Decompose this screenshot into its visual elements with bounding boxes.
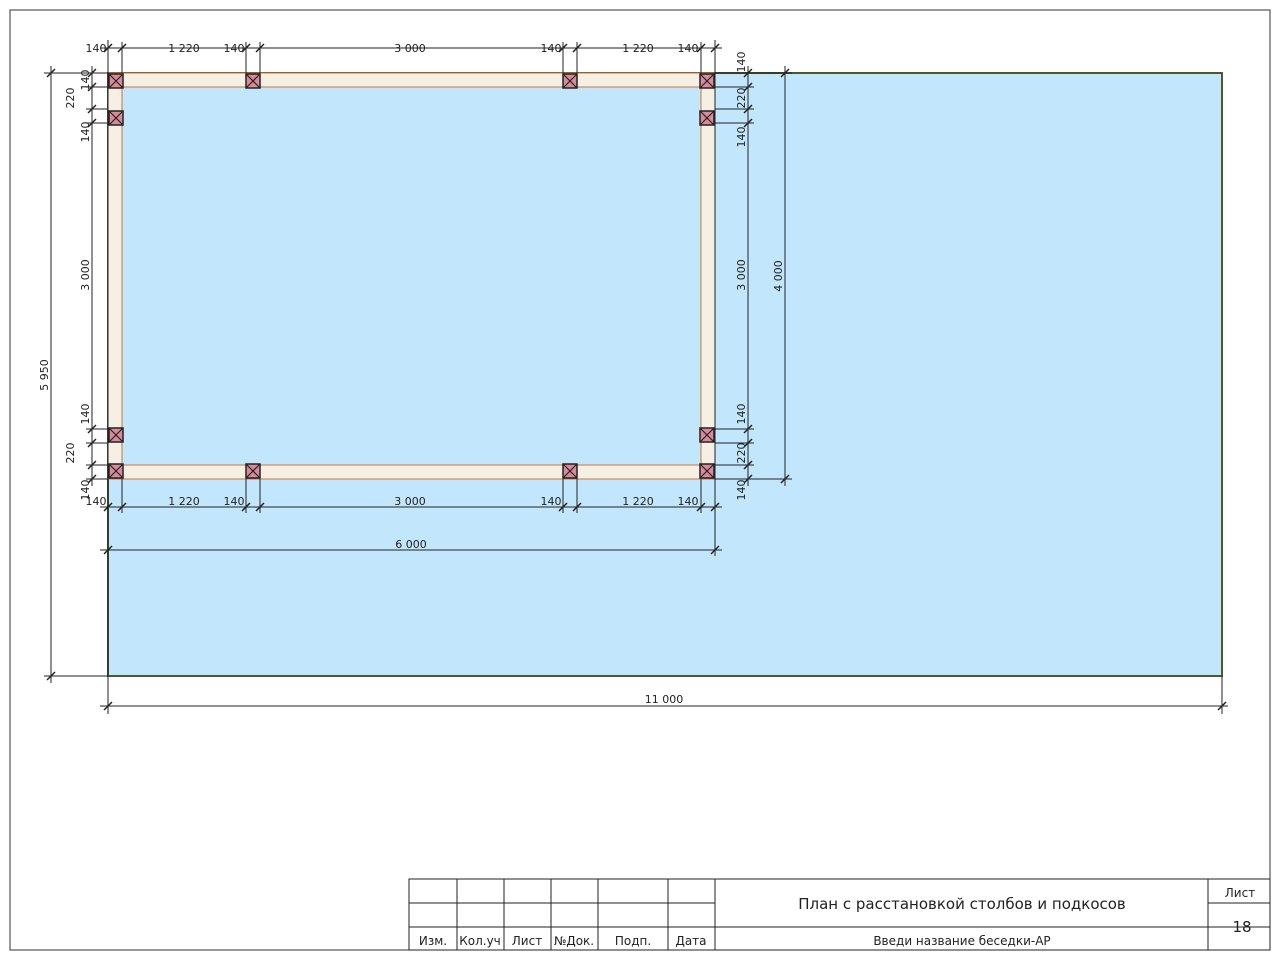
header-data: Дата <box>675 934 706 948</box>
dim-tick <box>780 474 790 484</box>
dim-label: 140 <box>541 495 562 508</box>
beam-left <box>107 72 123 480</box>
post <box>108 427 124 443</box>
right-dimensions: 140 220 140 3 000 140 220 140 <box>735 52 748 501</box>
header-doc: №Док. <box>554 934 594 948</box>
dim-tick <box>103 701 113 711</box>
beam-bottom <box>107 464 716 480</box>
post <box>245 73 261 89</box>
project-name: Введи название беседки-АР <box>873 934 1050 948</box>
dim-label: 3 000 <box>735 259 748 291</box>
dim-label: 140 <box>86 495 107 508</box>
post-cross-icon <box>699 463 715 479</box>
title-block <box>408 878 1271 951</box>
dim-label: 220 <box>735 88 748 109</box>
sheet-number: 18 <box>1232 918 1251 936</box>
dim-label: 140 <box>224 42 245 55</box>
dim-label: 140 <box>79 480 92 501</box>
post-cross-icon <box>562 463 578 479</box>
dim-tick <box>1217 701 1227 711</box>
dim-label: 140 <box>735 404 748 425</box>
post <box>699 73 715 89</box>
drawing-title: План с расстановкой столбов и подкосов <box>798 895 1126 913</box>
dim-label: 140 <box>678 495 699 508</box>
dim-label: 3 000 <box>79 259 92 291</box>
gazebo-width-label: 6 000 <box>395 538 427 551</box>
header-izm: Изм. <box>419 934 447 948</box>
dim-label: 220 <box>64 443 77 464</box>
beam-right <box>700 72 716 480</box>
header-podp: Подп. <box>615 934 651 948</box>
dim-label: 140 <box>678 42 699 55</box>
dim-label: 1 220 <box>622 495 654 508</box>
dim-label: 140 <box>735 127 748 148</box>
dim-label: 140 <box>541 42 562 55</box>
dim-label: 3 000 <box>394 495 426 508</box>
dim-label: 140 <box>86 42 107 55</box>
top-dimensions: 140 1 220 140 3 000 140 1 220 140 <box>86 42 699 55</box>
dim-tick <box>46 68 56 78</box>
header-kol-uch: Кол.уч <box>459 934 501 948</box>
dim-label: 140 <box>79 404 92 425</box>
post-cross-icon <box>245 73 261 89</box>
dim-tick <box>780 68 790 78</box>
post-cross-icon <box>699 73 715 89</box>
plot-width-label: 11 000 <box>645 693 684 706</box>
post <box>562 463 578 479</box>
sheet-label: Лист <box>1225 886 1255 900</box>
left-dimensions: 140 220 140 3 000 140 220 140 <box>64 70 92 501</box>
post <box>699 110 715 126</box>
post <box>108 73 124 89</box>
posts <box>108 73 715 479</box>
post-cross-icon <box>108 73 124 89</box>
post-cross-icon <box>699 427 715 443</box>
title-block-text: Изм. Кол.уч Лист №Док. Подп. Дата План с… <box>419 886 1255 948</box>
post <box>699 463 715 479</box>
gazebo-floor <box>121 86 702 466</box>
gazebo-frame <box>107 72 716 480</box>
dimension-ticks <box>46 42 1227 711</box>
dim-tick <box>710 545 720 555</box>
gazebo-depth-label: 4 000 <box>772 260 785 292</box>
dim-label: 1 220 <box>168 42 200 55</box>
dim-label: 140 <box>735 52 748 73</box>
dim-tick <box>103 545 113 555</box>
plot-depth-label: 5 950 <box>38 359 51 391</box>
dim-label: 140 <box>224 495 245 508</box>
dim-label: 140 <box>79 70 92 91</box>
post-cross-icon <box>108 427 124 443</box>
dim-label: 220 <box>735 443 748 464</box>
post <box>245 463 261 479</box>
post-cross-icon <box>108 463 124 479</box>
post-cross-icon <box>108 110 124 126</box>
bottom-dimensions: 140 1 220 140 3 000 140 1 220 140 <box>86 495 699 508</box>
post-cross-icon <box>699 110 715 126</box>
dim-label: 3 000 <box>394 42 426 55</box>
post <box>699 427 715 443</box>
post-cross-icon <box>562 73 578 89</box>
dim-label: 220 <box>64 88 77 109</box>
beam-top <box>107 72 716 88</box>
header-list: Лист <box>512 934 542 948</box>
dim-label: 140 <box>79 122 92 143</box>
dim-tick <box>46 671 56 681</box>
post <box>562 73 578 89</box>
post-cross-icon <box>245 463 261 479</box>
post <box>108 463 124 479</box>
dim-label: 1 220 <box>168 495 200 508</box>
post <box>108 110 124 126</box>
dim-label: 1 220 <box>622 42 654 55</box>
dim-label: 140 <box>735 480 748 501</box>
